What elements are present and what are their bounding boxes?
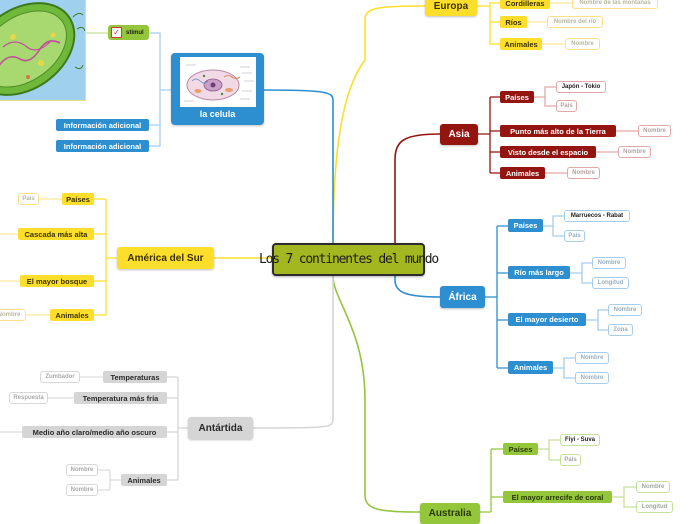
subtopic-paises-africa[interactable]: Países: [508, 219, 543, 232]
topic-antartida[interactable]: Antártida: [188, 417, 253, 439]
subtopic-animales-america[interactable]: Animales: [50, 309, 94, 321]
leaf-nombre-rio[interactable]: Nombre del río: [547, 16, 603, 28]
leaf-nombre-animales-europa[interactable]: Nombre: [565, 38, 600, 50]
leaf-nombre-punto[interactable]: Nombre: [638, 125, 671, 137]
subtopic-animales-europa[interactable]: Animales: [500, 38, 542, 50]
central-topic[interactable]: Los 7 continentes del mundo: [259, 243, 439, 276]
leaf-respuesta[interactable]: Respuesta: [9, 392, 48, 404]
leaf-zumbador[interactable]: Zumbador: [40, 371, 80, 383]
subtopic-cordilleras[interactable]: Cordilleras: [500, 0, 550, 9]
leaf-fiyi-suva[interactable]: Fiyi - Suva: [560, 434, 600, 446]
stimul-label: stimul: [126, 29, 144, 36]
topic-america-del-sur[interactable]: América del Sur: [117, 247, 214, 269]
leaf-pais-africa[interactable]: País: [564, 230, 585, 242]
leaf-nombre-animales-asia[interactable]: Nombre: [567, 167, 600, 179]
leaf-nombre-animales-africa-1[interactable]: Nombre: [575, 352, 609, 364]
bacteria-illustration: [0, 0, 85, 100]
subtopic-temperatura-mas-fria[interactable]: Temperatura más fría: [74, 392, 167, 404]
leaf-pais-australia[interactable]: País: [560, 454, 581, 466]
subtopic-rios[interactable]: Ríos: [500, 16, 527, 28]
leaf-zona-desierto[interactable]: Zona: [608, 324, 633, 336]
topic-europa[interactable]: Europa: [425, 0, 477, 16]
subtopic-informacion-adicional-1[interactable]: Información adicional: [56, 119, 149, 131]
leaf-nombre-animales-antartida-1[interactable]: Nombre: [66, 464, 98, 476]
topic-asia[interactable]: Asia: [440, 124, 478, 145]
subtopic-temperaturas[interactable]: Temperaturas: [103, 371, 167, 383]
subtopic-stimul[interactable]: ✓ stimul: [108, 25, 149, 40]
cell-diagram-image: [179, 57, 256, 107]
leaf-nombre-desierto[interactable]: Nombre: [608, 304, 642, 316]
la-celula-label: la celula: [199, 109, 236, 119]
subtopic-mayor-bosque[interactable]: El mayor bosque: [20, 275, 94, 287]
subtopic-punto-mas-alto[interactable]: Punto más alto de la Tierra: [500, 125, 616, 137]
subtopic-informacion-adicional-2[interactable]: Información adicional: [56, 140, 149, 152]
leaf-longitud-rio-africa[interactable]: Longitud: [592, 277, 629, 289]
leaf-nombre-rio-africa[interactable]: Nombre: [592, 257, 626, 269]
topic-africa[interactable]: África: [440, 286, 485, 308]
subtopic-paises-australia[interactable]: Países: [503, 443, 538, 455]
leaf-pais-america[interactable]: País: [18, 193, 39, 205]
subtopic-paises-asia[interactable]: Países: [500, 91, 534, 103]
subtopic-animales-africa[interactable]: Animales: [508, 361, 553, 374]
subtopic-cascada-mas-alta[interactable]: Cascada más alta: [18, 228, 94, 240]
leaf-japon-tokio[interactable]: Japón - Tokio: [556, 81, 606, 93]
subtopic-mayor-arrecife[interactable]: El mayor arrecife de coral: [503, 491, 612, 503]
checkmark-icon: ✓: [111, 27, 122, 38]
leaf-nombre-arrecife[interactable]: Nombre: [636, 481, 670, 493]
subtopic-paises-america[interactable]: Países: [62, 193, 94, 205]
subtopic-rio-mas-largo[interactable]: Río más largo: [508, 266, 570, 279]
leaf-nombre-animales-africa-2[interactable]: Nombre: [575, 372, 609, 384]
leaf-pais-asia[interactable]: País: [556, 100, 577, 112]
subtopic-medio-ano[interactable]: Medio año claro/medio año oscuro: [22, 426, 167, 438]
leaf-nombre-animales-antartida-2[interactable]: Nombre: [66, 484, 98, 496]
subtopic-animales-asia[interactable]: Animales: [500, 167, 545, 179]
leaf-longitud-arrecife[interactable]: Longitud: [636, 501, 673, 513]
bacteria-image[interactable]: [0, 0, 86, 101]
leaf-nombre-visto[interactable]: Nombre: [618, 146, 651, 158]
subtopic-mayor-desierto[interactable]: El mayor desierto: [508, 313, 586, 326]
subtopic-animales-antartida[interactable]: Animales: [121, 474, 167, 486]
leaf-marruecos-rabat[interactable]: Marruecos - Rabat: [564, 210, 630, 222]
leaf-nombre-montanas[interactable]: Nombre de las montañas: [572, 0, 658, 9]
subtopic-visto-espacio[interactable]: Visto desde el espacio: [500, 146, 596, 158]
leaf-nombre-animales-america[interactable]: Nombre: [0, 309, 26, 321]
topic-australia[interactable]: Australia: [420, 503, 480, 524]
topic-la-celula[interactable]: la celula: [171, 53, 264, 125]
